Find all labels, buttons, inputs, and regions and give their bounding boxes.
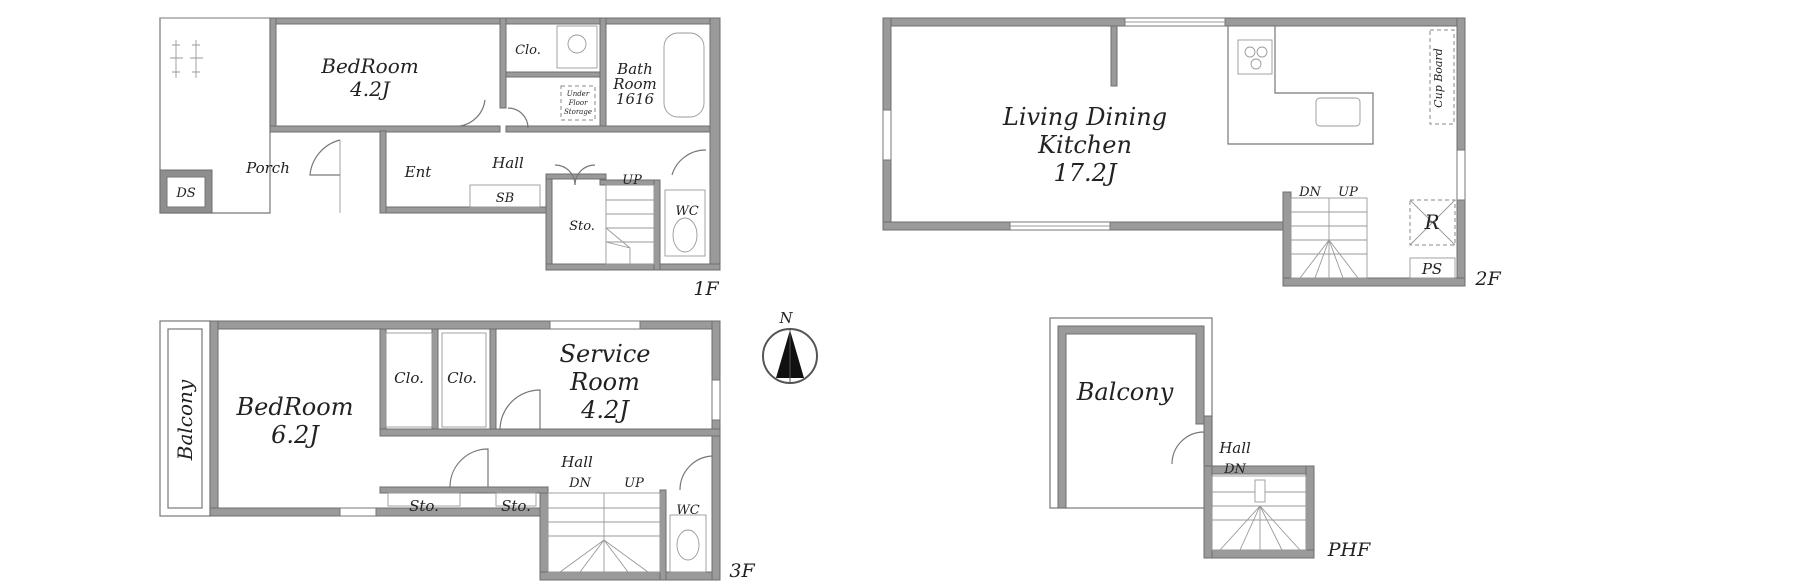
f1-closet-label: Clo.: [515, 43, 541, 58]
f1-underfloor-label-1: Under: [567, 90, 590, 98]
f1-bath-label-3: 1616: [616, 90, 655, 108]
f2-ldk-label-2: Kitchen: [1037, 131, 1132, 159]
phf-floor-tag: PHF: [1327, 539, 1371, 561]
f2-ps-label: PS: [1421, 260, 1442, 278]
compass-north-label: N: [778, 309, 793, 327]
f1-storage-label: Sto.: [569, 219, 595, 234]
f1-stairs-up-label: UP: [622, 173, 642, 188]
f3-balcony-label: Balcony: [173, 379, 197, 461]
floor-1f: [159, 17, 721, 271]
f2-ldk-label-3: 17.2J: [1053, 159, 1117, 187]
f2-stairs-dn-label: DN: [1298, 185, 1321, 200]
f1-bedroom-size: 4.2J: [349, 77, 391, 101]
f3-service-label-3: 4.2J: [580, 396, 630, 424]
f2-stairs-up-label: UP: [1338, 185, 1358, 200]
f3-bedroom-size: 6.2J: [271, 421, 320, 449]
f1-bath-label-2: Room: [612, 75, 657, 93]
f3-wc-label: WC: [676, 503, 699, 518]
floor-phf: [1049, 317, 1315, 559]
f1-hall-label: Hall: [491, 154, 524, 172]
f1-porch-label: Porch: [245, 159, 290, 177]
phf-hall-label: Hall: [1218, 439, 1251, 457]
f3-storage-b-label: Sto.: [501, 497, 531, 515]
f2-floor-tag: 2F: [1474, 268, 1501, 290]
f1-shoebox-label: SB: [496, 191, 514, 206]
f1-floor-tag: 1F: [693, 278, 719, 300]
f2-ldk-label-1: Living Dining: [1002, 103, 1167, 131]
f1-bath-label-1: Bath: [616, 60, 653, 78]
f1-wc-label: WC: [675, 204, 698, 219]
f3-storage-a-label: Sto.: [409, 497, 439, 515]
f1-bedroom-name: BedRoom: [320, 54, 418, 78]
f3-closet-a-label: Clo.: [394, 369, 424, 387]
phf-stairs-dn-label: DN: [1223, 462, 1246, 477]
f3-bedroom-name: BedRoom: [236, 393, 354, 421]
f1-entrance-label: Ent: [404, 163, 433, 181]
f1-underfloor-label-3: Storage: [564, 108, 592, 116]
f1-ds-label: DS: [175, 186, 195, 201]
f1-underfloor-label-2: Floor: [568, 99, 589, 107]
north-compass-icon: [762, 328, 818, 384]
f2-r-label: R: [1423, 210, 1439, 234]
f3-stairs-dn-label: DN: [568, 476, 591, 491]
f3-service-label-2: Room: [569, 368, 640, 396]
floor-3f: [159, 320, 721, 581]
phf-balcony-label: Balcony: [1076, 378, 1174, 406]
floor-2f: [882, 17, 1466, 287]
f2-cupboard-label: Cup Board: [1432, 48, 1445, 108]
f3-closet-b-label: Clo.: [447, 369, 477, 387]
f3-service-label-1: Service: [560, 340, 651, 368]
f3-floor-tag: 3F: [729, 560, 755, 582]
f3-hall-label: Hall: [560, 453, 593, 471]
f3-stairs-up-label: UP: [624, 476, 644, 491]
